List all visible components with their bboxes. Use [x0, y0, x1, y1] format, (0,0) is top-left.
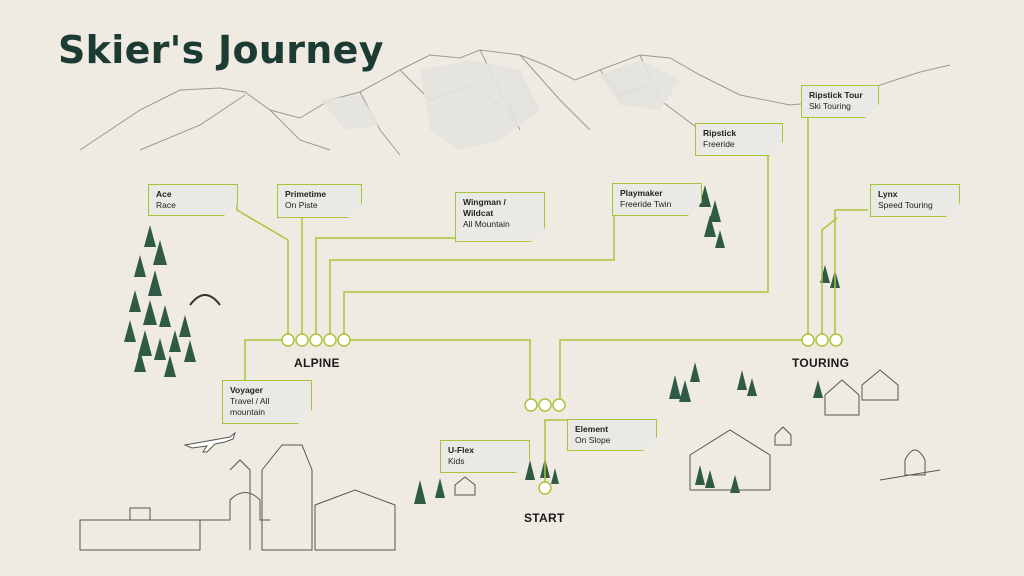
hub-alpine: ALPINE: [294, 356, 340, 370]
ski-name: Wingman / Wildcat: [463, 197, 506, 218]
ski-box-ripstick-tour[interactable]: Ripstick Tour Ski Touring: [801, 85, 879, 118]
forest-left: [124, 225, 196, 377]
ski-name: Ace: [156, 189, 172, 199]
ski-box-primetime[interactable]: Primetime On Piste: [277, 184, 362, 218]
ski-type: Ski Touring: [809, 101, 851, 111]
hub-touring: TOURING: [792, 356, 850, 370]
hub-start: START: [524, 511, 565, 525]
ski-box-ripstick[interactable]: Ripstick Freeride: [695, 123, 783, 156]
ski-box-lynx[interactable]: Lynx Speed Touring: [870, 184, 960, 217]
ski-name: Ripstick Tour: [809, 90, 863, 100]
ski-type: On Slope: [575, 435, 611, 445]
start-nodes: [524, 398, 566, 495]
ski-box-playmaker[interactable]: Playmaker Freeride Twin: [612, 183, 702, 216]
forest-right: [414, 185, 840, 504]
ski-box-element[interactable]: Element On Slope: [567, 419, 657, 451]
ski-name: Primetime: [285, 189, 327, 199]
ski-name: Element: [575, 424, 609, 434]
ski-type: Travel / All mountain: [230, 396, 270, 417]
ski-type: Kids: [448, 456, 465, 466]
ski-name: Playmaker: [620, 188, 663, 198]
ski-box-u-flex[interactable]: U-Flex Kids: [440, 440, 530, 473]
ski-type: Freeride: [703, 139, 735, 149]
alpine-nodes: [281, 333, 351, 347]
chalets: [454, 369, 941, 496]
airplane-icon: [183, 431, 237, 453]
city-skyline: [79, 444, 396, 551]
ski-name: U-Flex: [448, 445, 474, 455]
page-title: Skier's Journey: [58, 28, 384, 72]
ski-box-ace[interactable]: Ace Race: [148, 184, 238, 216]
race-gate-icon: [189, 294, 221, 306]
ski-box-wingman[interactable]: Wingman / Wildcat All Mountain: [455, 192, 545, 242]
snow-patches: [320, 60, 680, 150]
ski-type: All Mountain: [463, 219, 510, 229]
ski-type: Freeride Twin: [620, 199, 672, 209]
ski-box-voyager[interactable]: Voyager Travel / All mountain: [222, 380, 312, 424]
touring-nodes: [801, 333, 843, 347]
ski-type: Speed Touring: [878, 200, 933, 210]
ski-type: On Piste: [285, 200, 318, 210]
route-lines: [236, 118, 868, 488]
ski-type: Race: [156, 200, 176, 210]
ski-name: Lynx: [878, 189, 898, 199]
ski-name: Ripstick: [703, 128, 737, 138]
ski-name: Voyager: [230, 385, 263, 395]
